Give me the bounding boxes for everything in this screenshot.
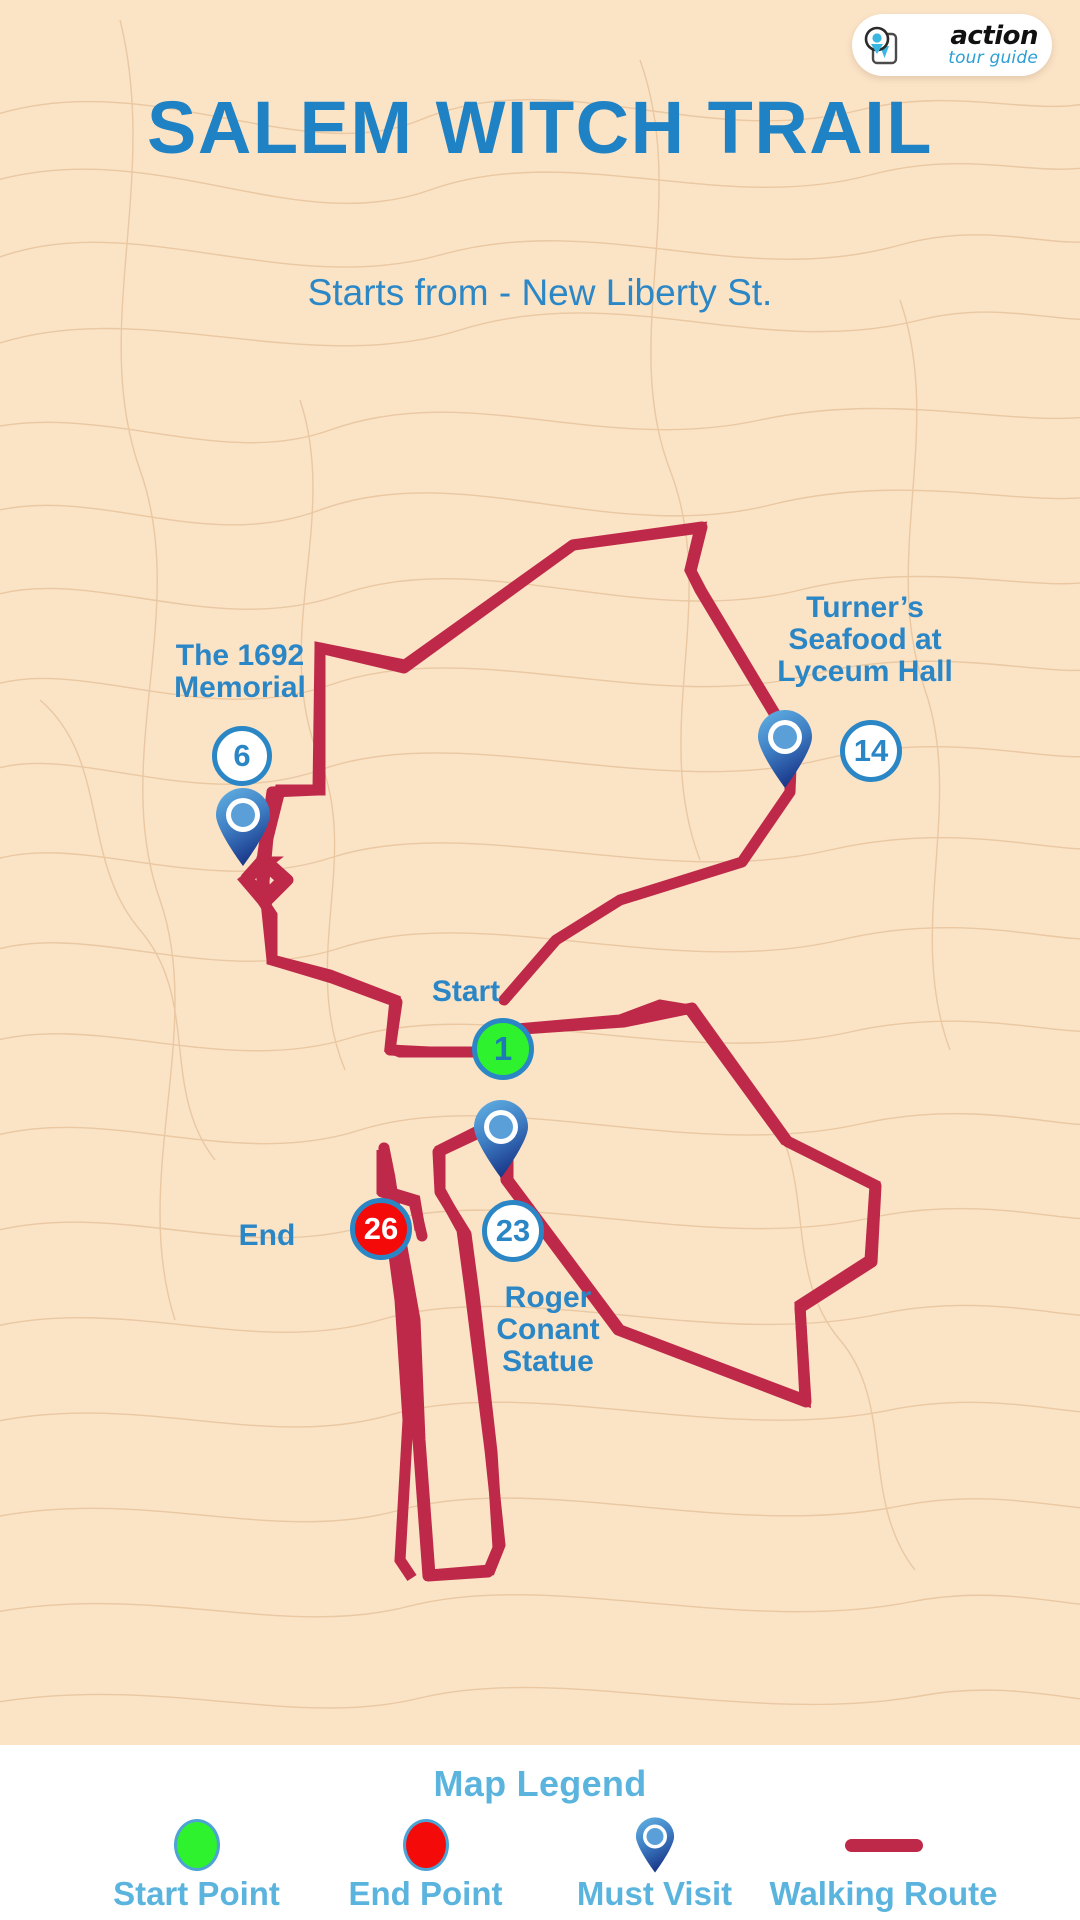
green-circle-icon <box>173 1817 220 1873</box>
poi-label-turners-seafood: Turner’s Seafood at Lyceum Hall <box>777 591 953 688</box>
poi-label-the-1692-memorial: The 1692 Memorial <box>174 639 306 704</box>
poi-label-end: End <box>238 1219 296 1252</box>
legend-item-walking-route[interactable]: Walking Route <box>770 1817 997 1913</box>
poi-badge-6[interactable]: 6 <box>212 726 272 786</box>
legend-item-end-point[interactable]: End Point <box>318 1817 533 1913</box>
legend-label-must-visit: Must Visit <box>576 1875 733 1912</box>
must-visit-pin-icon[interactable] <box>754 708 816 795</box>
poi-badge-23[interactable]: 23 <box>482 1200 544 1262</box>
poi-badge-14[interactable]: 14 <box>840 720 902 782</box>
legend-items: Start Point End Point <box>0 1817 1080 1913</box>
legend-label-end-point: End Point <box>348 1875 503 1912</box>
poi-badge-1[interactable]: 1 <box>472 1018 534 1080</box>
page-title: SALEM WITCH TRAIL <box>147 86 933 169</box>
legend-label-start-point: Start Point <box>113 1875 280 1912</box>
red-circle-icon <box>402 1817 449 1873</box>
red-line-icon <box>844 1817 923 1873</box>
must-visit-pin-icon[interactable] <box>470 1098 532 1185</box>
walking-route-overlay <box>240 521 882 1582</box>
map-pin-icon <box>633 1817 677 1873</box>
map-pin-phone-icon <box>860 22 906 68</box>
legend-label-walking-route: Walking Route <box>769 1875 998 1912</box>
brand-logo[interactable]: action tour guide <box>852 14 1052 76</box>
map-legend: Map Legend Start Point End Point <box>0 1745 1080 1920</box>
must-visit-pin-icon[interactable] <box>212 786 274 873</box>
page-subtitle: Starts from - New Liberty St. <box>307 272 773 313</box>
poi-label-roger-conant-statue: Roger Conant Statue <box>496 1281 600 1378</box>
legend-item-must-visit[interactable]: Must Visit <box>547 1817 762 1913</box>
poi-badge-26[interactable]: 26 <box>350 1198 412 1260</box>
poi-label-start: Start <box>431 975 501 1008</box>
legend-item-start-point[interactable]: Start Point <box>89 1817 304 1913</box>
topographic-background <box>0 19 1080 1709</box>
legend-title: Map Legend <box>433 1763 647 1804</box>
logo-secondary-text: tour guide <box>948 48 1038 68</box>
logo-primary-text: action <box>950 21 1038 51</box>
